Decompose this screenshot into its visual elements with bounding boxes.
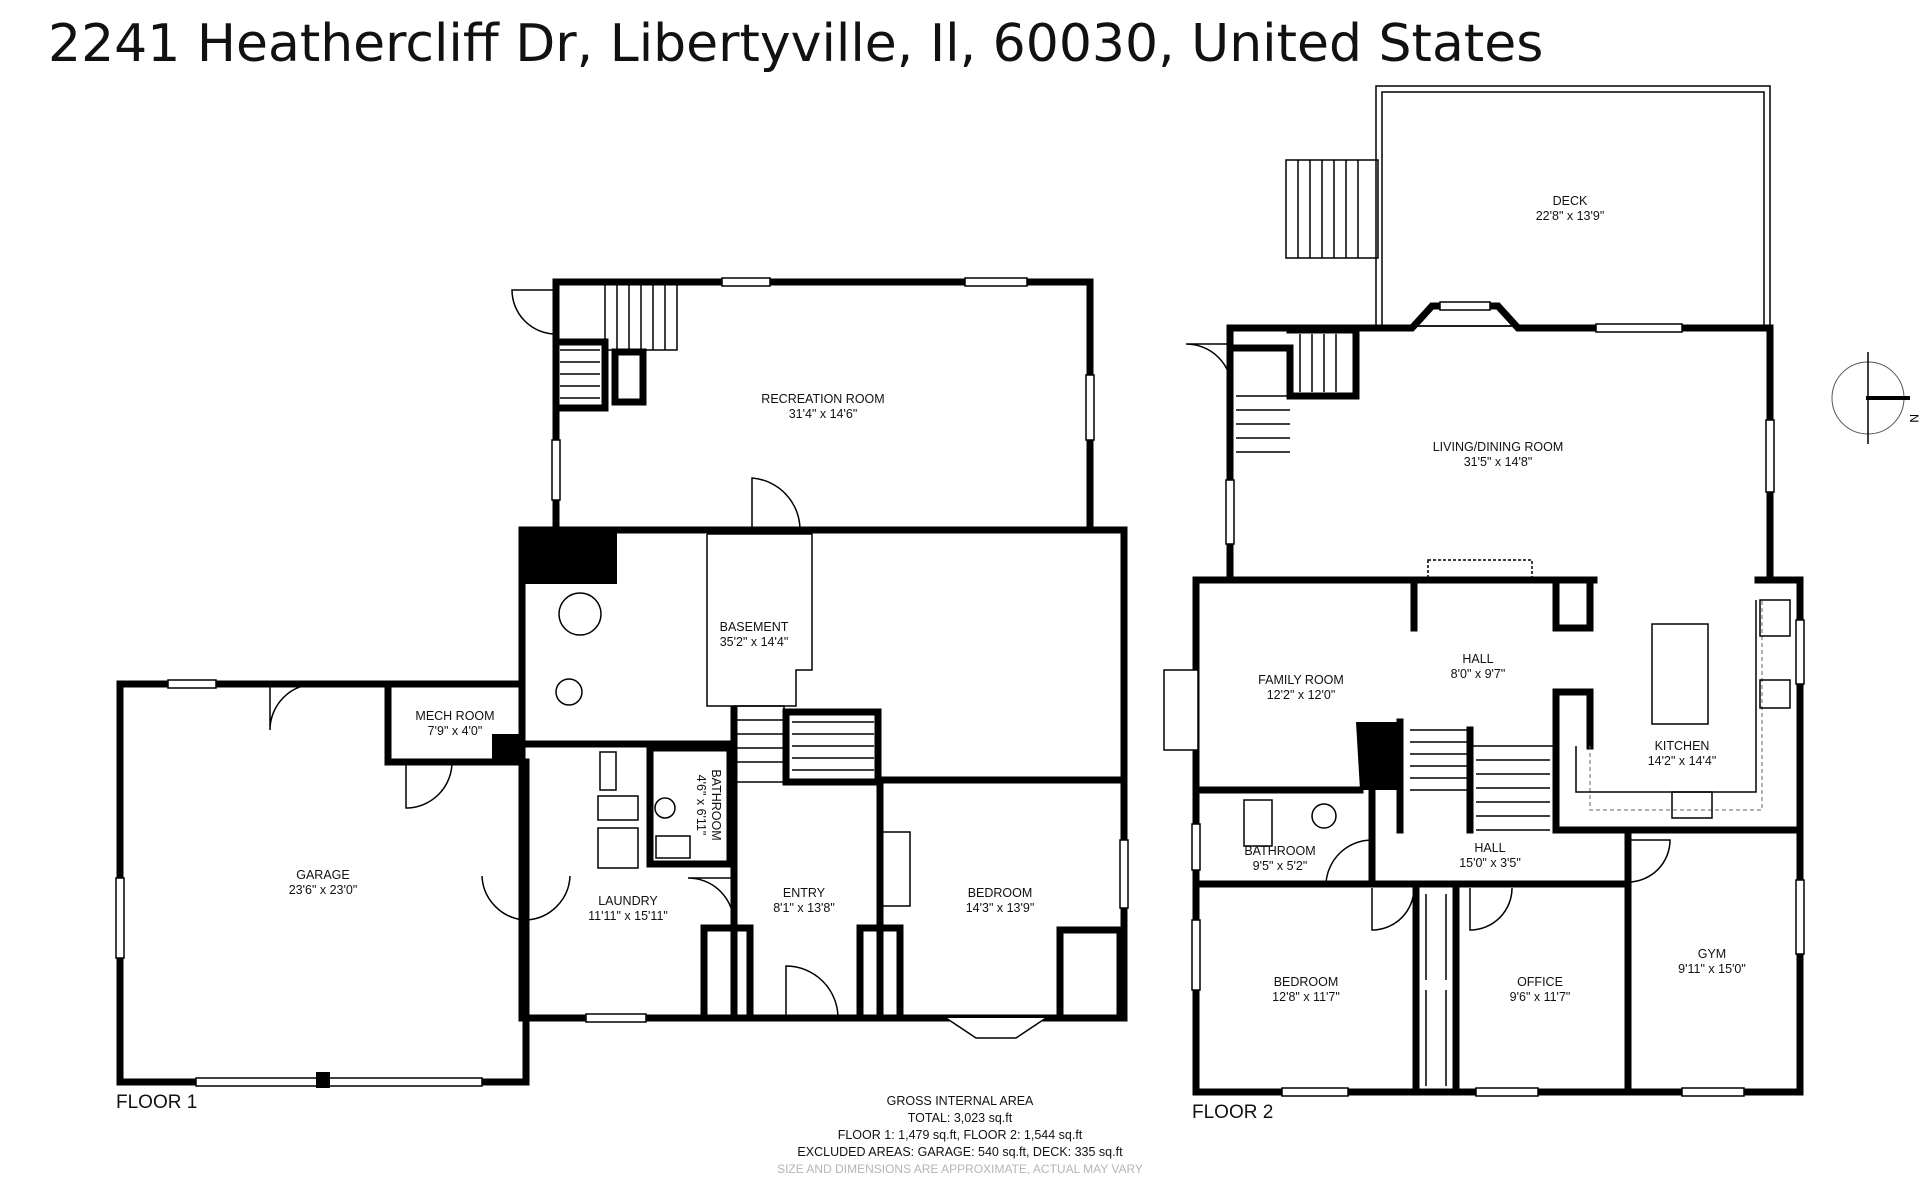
room-name-office: OFFICE <box>1517 975 1563 989</box>
floor-2-labels: DECK 22'8" x 13'9" LIVING/DINING ROOM 31… <box>1192 194 1746 1123</box>
area-disclaimer: SIZE AND DIMENSIONS ARE APPROXIMATE, ACT… <box>777 1162 1143 1176</box>
room-dims-entry: 8'1" x 13'8" <box>773 901 835 915</box>
room-dims-hall-lower: 15'0" x 3'5" <box>1459 856 1521 870</box>
room-dims-bedroom-2: 12'8" x 11'7" <box>1272 990 1340 1004</box>
room-dims-laundry: 11'11" x 15'11" <box>588 909 668 923</box>
room-name-recreation-room: RECREATION ROOM <box>761 392 884 406</box>
room-dims-bedroom-1: 14'3" x 13'9" <box>966 901 1035 915</box>
area-floors: FLOOR 1: 1,479 sq.ft, FLOOR 2: 1,544 sq.… <box>838 1128 1083 1142</box>
recreation-room-walls <box>511 277 1095 534</box>
room-name-living-dining: LIVING/DINING ROOM <box>1433 440 1564 454</box>
room-dims-hall-upper: 8'0" x 9'7" <box>1451 667 1506 681</box>
area-summary: GROSS INTERNAL AREA TOTAL: 3,023 sq.ft F… <box>777 1094 1143 1176</box>
basement-walls <box>518 526 1128 1022</box>
room-name-laundry: LAUNDRY <box>598 894 658 908</box>
floor-1-plan: RECREATION ROOM 31'4" x 14'6" BASEMENT 3… <box>115 277 1129 1113</box>
room-dims-gym: 9'11" x 15'0" <box>1678 962 1746 976</box>
area-heading: GROSS INTERNAL AREA <box>887 1094 1034 1108</box>
room-dims-bathroom-1: 4'6" x 6'11" <box>694 775 708 836</box>
room-dims-family-room: 12'2" x 12'0" <box>1267 688 1336 702</box>
floor-2-lower-walls <box>1191 786 1805 1097</box>
room-name-entry: ENTRY <box>783 886 826 900</box>
room-name-bathroom-2: BATHROOM <box>1244 844 1315 858</box>
compass-north-label: N <box>1907 414 1920 423</box>
room-name-gym: GYM <box>1698 947 1726 961</box>
room-name-hall-upper: HALL <box>1462 652 1493 666</box>
room-dims-office: 9'6" x 11'7" <box>1510 990 1571 1004</box>
room-dims-bathroom-2: 9'5" x 5'2" <box>1253 859 1308 873</box>
room-dims-recreation-room: 31'4" x 14'6" <box>789 407 858 421</box>
deck-outline <box>1285 85 1771 327</box>
floor-1-label: FLOOR 1 <box>116 1092 197 1113</box>
room-dims-garage: 23'6" x 23'0" <box>289 883 358 897</box>
floor-2-plan: DECK 22'8" x 13'9" LIVING/DINING ROOM 31… <box>1163 85 1805 1123</box>
room-name-garage: GARAGE <box>296 868 350 882</box>
room-name-family-room: FAMILY ROOM <box>1258 673 1344 687</box>
area-excluded: EXCLUDED AREAS: GARAGE: 540 sq.ft, DECK:… <box>797 1145 1123 1159</box>
floor-1-lower-rooms <box>585 744 1129 1039</box>
room-name-deck: DECK <box>1553 194 1588 208</box>
room-dims-mech-room: 7'9" x 4'0" <box>428 724 483 738</box>
room-name-bedroom-1: BEDROOM <box>968 886 1033 900</box>
room-name-kitchen: KITCHEN <box>1655 739 1710 753</box>
room-name-bedroom-2: BEDROOM <box>1274 975 1339 989</box>
compass-icon: N <box>1831 352 1920 444</box>
room-name-basement: BASEMENT <box>720 620 789 634</box>
page-title: 2241 Heathercliff Dr, Libertyville, Il, … <box>48 14 1544 74</box>
garage-walls <box>115 679 571 1088</box>
room-name-mech-room: MECH ROOM <box>415 709 494 723</box>
room-name-hall-lower: HALL <box>1474 841 1505 855</box>
room-dims-kitchen: 14'2" x 14'4" <box>1648 754 1717 768</box>
room-dims-deck: 22'8" x 13'9" <box>1536 209 1605 223</box>
area-total: TOTAL: 3,023 sq.ft <box>908 1111 1013 1125</box>
room-dims-basement: 35'2" x 14'4" <box>720 635 789 649</box>
floor-1-labels: RECREATION ROOM 31'4" x 14'6" BASEMENT 3… <box>116 392 1034 1113</box>
room-name-bathroom-1: BATHROOM <box>709 769 723 840</box>
floor-2-label: FLOOR 2 <box>1192 1102 1273 1123</box>
room-dims-living-dining: 31'5" x 14'8" <box>1464 455 1533 469</box>
living-dining-walls <box>1185 301 1775 584</box>
